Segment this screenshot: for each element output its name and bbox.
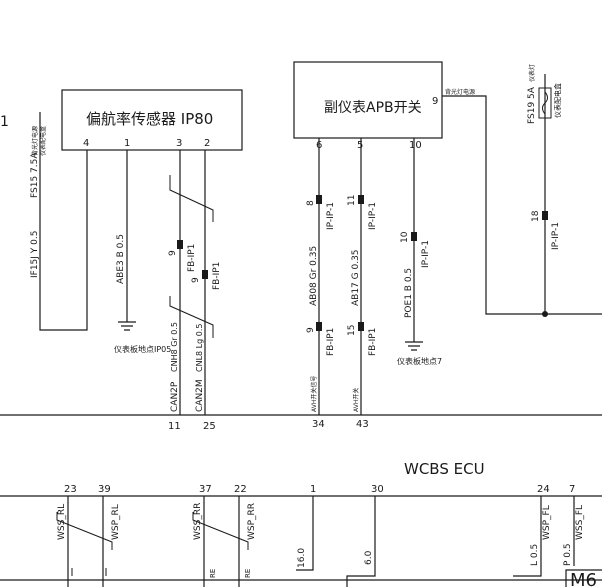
wcbs-label-6: 6.0: [364, 550, 374, 565]
connector-fb9b: [202, 270, 208, 279]
m6-label: M6: [570, 570, 597, 587]
yaw-pin-3: 3: [176, 138, 182, 149]
wss-rr-b: WSP_RR: [247, 503, 257, 540]
wire-cnh8-label: CNH8 Gr 0.5: [170, 322, 179, 372]
connector-ip18-name: IP-IP-1: [551, 222, 561, 250]
wcbs-pin-22: 22: [234, 484, 247, 495]
wcbs-pin-1: 1: [310, 484, 316, 495]
bus-pin-43: 43: [356, 419, 369, 430]
bus-avh-2: AVH开关: [352, 388, 360, 412]
wire-cnl8-label: CNL8 Lg 0.5: [195, 324, 204, 372]
apb-pin-5: 5: [357, 140, 363, 151]
connector-ip11-pin: 11: [347, 195, 357, 206]
connector-ip11: [358, 195, 364, 204]
connector-ip10-pin: 10: [400, 231, 410, 243]
connector-ip11-name: IP-IP-1: [368, 202, 378, 230]
fuse-note-2: 仪表配电盒: [553, 83, 562, 118]
apb-switch-title: 副仪表APB开关: [324, 100, 422, 116]
wire-if15j: [39, 112, 88, 331]
bus-pin-25: 25: [203, 421, 216, 432]
twist-mark-bottom: [169, 296, 214, 338]
twist-mark-top: [169, 175, 214, 222]
connector-fb9b-pin: 9: [191, 277, 201, 283]
yaw-sensor-box: [61, 89, 243, 151]
twist-rl: [56, 512, 113, 550]
wss-rl-b: WSP_RL: [111, 504, 121, 540]
fuse-element: [542, 91, 548, 115]
apb-pin-9: 9: [432, 96, 438, 107]
connector-fb9c-pin: 9: [306, 327, 316, 333]
connector-fb9c-name: FB-IP1: [326, 328, 336, 356]
ground-symbol-ip05: [118, 321, 136, 331]
left-fuse-label: FS15 7.5A: [30, 152, 40, 198]
ground-symbol-7: [405, 341, 423, 351]
pin9-note: 背光灯电源: [445, 88, 475, 96]
wire-poe1-label: POE1 B 0.5: [404, 268, 414, 318]
wss-rr-a: WSS_RR: [193, 503, 203, 540]
yaw-pin-4: 4: [83, 138, 89, 149]
bus-pin-34: 34: [312, 419, 325, 430]
left-fuse-note-1: 背光灯电源: [31, 126, 39, 156]
connector-fb9a-name: FB-IP1: [187, 244, 197, 272]
yaw-sensor-title: 偏航率传感器 IP80: [86, 110, 213, 128]
wire-ab17-label: AB17 G 0.35: [351, 249, 361, 306]
fuse-note-1: 仪表灯: [528, 64, 536, 82]
wcbs-tick-marks: [71, 568, 107, 576]
wcbs-re-2: RE: [244, 569, 252, 578]
wcbs-pin-37: 37: [199, 484, 212, 495]
connector-fb9b-name: FB-IP1: [212, 262, 222, 290]
yaw-pin-1: 1: [124, 138, 130, 149]
bus-avh-1: AVH开关信号: [310, 376, 318, 412]
wcbs-wire-1: [296, 496, 314, 571]
bus-can2p: CAN2P: [170, 381, 180, 412]
connector-ip8: [316, 195, 322, 204]
wcbs-label-p05: P 0.5: [563, 543, 573, 566]
left-fuse-note-2: 仪表配电盒: [39, 126, 47, 156]
wcbs-re-1: RE: [209, 569, 217, 578]
wsp-fl: WSP_FL: [542, 505, 552, 540]
bus-pin-11: 11: [168, 421, 181, 432]
connector-fb15: [358, 322, 364, 331]
wire-ab08-label: AB08 Gr 0.35: [309, 246, 319, 306]
wss-rl-a: WSS_RL: [57, 504, 67, 540]
wcbs-pin-39: 39: [98, 484, 111, 495]
wss-fl: WSS_FL: [575, 505, 585, 540]
ground-label-7: 仪表板地点7: [397, 356, 442, 366]
connector-ip18-pin: 18: [531, 210, 541, 222]
wcbs-pin-7: 7: [569, 484, 575, 495]
bus-can2m: CAN2M: [195, 379, 205, 412]
wcbs-wire-30: [346, 496, 376, 587]
connector-ip18: [542, 211, 548, 220]
junction-dot: [542, 311, 548, 317]
wire-backlight: [442, 95, 602, 315]
connector-fb9c: [316, 322, 322, 331]
yaw-pin-2: 2: [204, 138, 210, 149]
connector-ip10-name: IP-IP-1: [421, 240, 431, 268]
connector-ip10: [411, 232, 417, 241]
m6-bracket: [565, 569, 602, 587]
ground-label-ip05: 仪表板地点IP05: [114, 344, 171, 354]
connector-ip8-pin: 8: [306, 200, 316, 206]
apb-switch-box: [293, 61, 443, 139]
twist-rr: [192, 512, 249, 550]
wcbs-pin-23: 23: [64, 484, 77, 495]
wcbs-label-l05: L 0.5: [530, 544, 540, 566]
wcbs-wire-24: [513, 496, 542, 577]
connector-fb15-pin: 15: [347, 325, 357, 336]
wcbs-title: WCBS ECU: [404, 460, 485, 478]
fuse-label: FS19 5A: [527, 86, 537, 124]
connector-fb15-name: FB-IP1: [368, 328, 378, 356]
connector-fb9a-pin: 9: [168, 250, 178, 256]
wcbs-label-16: 16.0: [297, 548, 307, 568]
wire-if15j-label: IF15J Y 0.5: [30, 231, 40, 278]
fuse-symbol: [538, 87, 552, 119]
connector-fb9a: [177, 240, 183, 249]
wcbs-pin-30: 30: [371, 484, 384, 495]
connector-ip8-name: IP-IP-1: [326, 202, 336, 230]
apb-pin-10: 10: [409, 140, 422, 151]
left-edge-label: 1: [0, 114, 9, 130]
wcbs-pin-24: 24: [537, 484, 550, 495]
wire-abe3-label: ABE3 B 0.5: [116, 234, 126, 284]
